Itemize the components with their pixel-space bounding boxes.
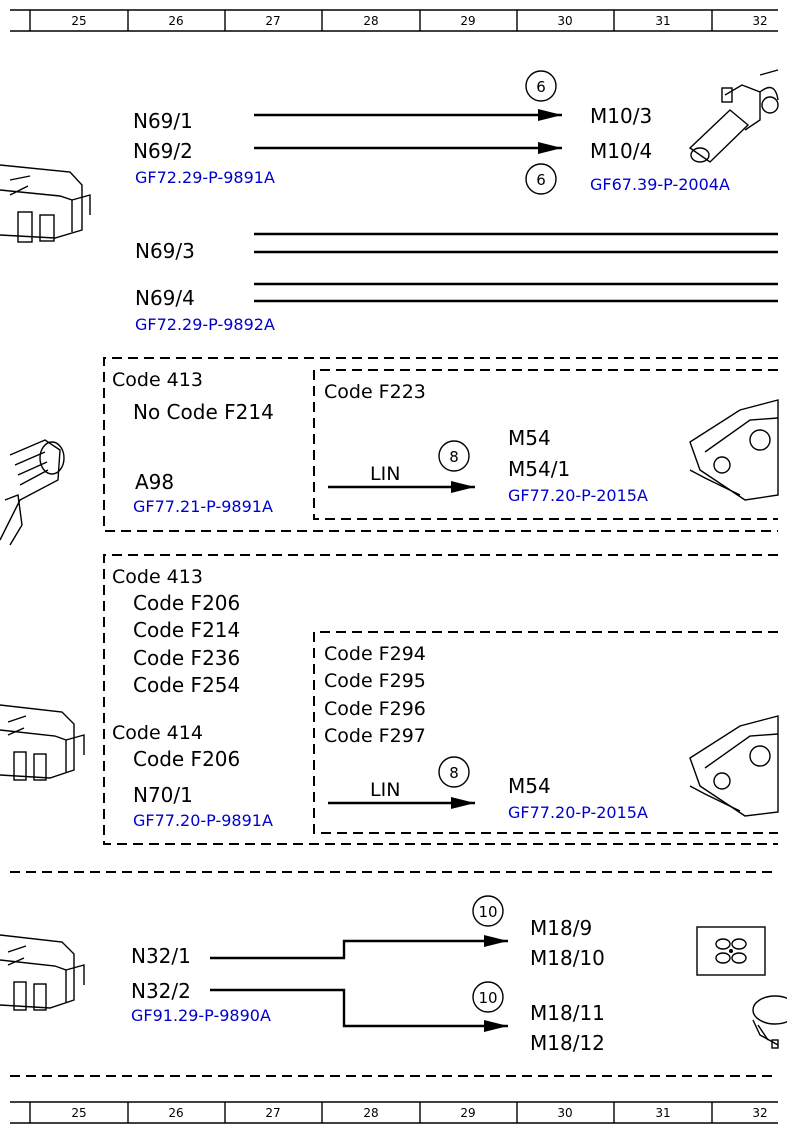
ruler-number: 29 bbox=[460, 1106, 475, 1120]
ruler-number: 26 bbox=[168, 14, 183, 28]
dest-m18-10: M18/10 bbox=[530, 946, 605, 970]
inner-code-label: Code F223 bbox=[324, 381, 426, 403]
callout-circle bbox=[438, 440, 470, 472]
dest-m54-1: M54/1 bbox=[508, 457, 570, 481]
window-motor-icon bbox=[688, 69, 779, 163]
code-label: Code 413 bbox=[112, 369, 203, 391]
code-label: Code F214 bbox=[133, 618, 240, 642]
blower-motor-icon bbox=[689, 399, 779, 501]
inner-code-label: Code F295 bbox=[324, 670, 426, 692]
ruler-number: 25 bbox=[71, 1106, 86, 1120]
section-a98: Code 413 No Code F214 Code F223 A98 GF77… bbox=[0, 357, 779, 546]
section-n70: Code 413 Code F206 Code F214 Code F236 C… bbox=[0, 554, 779, 845]
callout-number: 10 bbox=[478, 903, 497, 921]
ruler-number: 28 bbox=[363, 14, 378, 28]
source-n69-4: N69/4 bbox=[135, 286, 195, 310]
source-n32-1: N32/1 bbox=[131, 944, 191, 968]
code-label: Code F206 bbox=[133, 591, 240, 615]
code-label: Code 413 bbox=[112, 566, 203, 588]
ref-link[interactable]: GF91.29-P-9890A bbox=[131, 1006, 271, 1025]
section-n69: N69/1 N69/2 GF72.29-P-9891A 6 6 M10/3 M1… bbox=[0, 69, 779, 334]
ruler-number: 32 bbox=[752, 14, 767, 28]
ruler-number: 26 bbox=[168, 1106, 183, 1120]
ruler-number: 28 bbox=[363, 1106, 378, 1120]
source-n69-1: N69/1 bbox=[133, 109, 193, 133]
dest-m18-11: M18/11 bbox=[530, 1001, 605, 1025]
source-n69-3: N69/3 bbox=[135, 239, 195, 263]
callout-circle bbox=[472, 981, 504, 1013]
wire-arrow bbox=[210, 935, 508, 960]
bottom-ruler: 25 26 27 28 29 30 31 32 bbox=[10, 1101, 778, 1124]
source-a98: A98 bbox=[135, 470, 174, 494]
source-n70-1: N70/1 bbox=[133, 783, 193, 807]
ruler-number: 30 bbox=[557, 1106, 572, 1120]
inner-code-label: Code F297 bbox=[324, 725, 426, 747]
no-code-label: No Code F214 bbox=[133, 400, 274, 424]
ruler-number: 31 bbox=[655, 1106, 670, 1120]
callout-number: 10 bbox=[478, 989, 497, 1007]
inner-code-label: Code F294 bbox=[324, 643, 426, 665]
lin-label: LIN bbox=[370, 463, 400, 485]
section-n32: N32/1 N32/2 GF91.29-P-9890A 10 10 M18/9 … bbox=[0, 895, 787, 1055]
dest-m18-12: M18/12 bbox=[530, 1031, 605, 1055]
control-unit-icon bbox=[0, 164, 91, 243]
ruler-number: 27 bbox=[265, 1106, 280, 1120]
blower-motor-icon bbox=[689, 715, 779, 817]
control-unit-icon bbox=[0, 934, 85, 1011]
callout-number: 8 bbox=[449, 448, 459, 466]
ruler-number: 32 bbox=[752, 1106, 767, 1120]
dest-m10-3: M10/3 bbox=[590, 104, 652, 128]
lin-label: LIN bbox=[370, 779, 400, 801]
code-label: Code 414 bbox=[112, 722, 203, 744]
ref-link[interactable]: GF77.20-P-2015A bbox=[508, 803, 648, 822]
callout-number: 6 bbox=[536, 78, 546, 96]
dest-m10-4: M10/4 bbox=[590, 139, 652, 163]
dest-m18-9: M18/9 bbox=[530, 916, 592, 940]
code-label: Code F254 bbox=[133, 673, 240, 697]
callout-circle bbox=[438, 756, 470, 788]
wire-arrow bbox=[210, 988, 508, 1032]
control-unit-icon bbox=[0, 704, 85, 781]
code-frame-outer bbox=[103, 357, 778, 532]
code-frame-inner bbox=[313, 631, 778, 834]
source-n32-2: N32/2 bbox=[131, 979, 191, 1003]
code-label: Code F236 bbox=[133, 646, 240, 670]
ref-link[interactable]: GF72.29-P-9891A bbox=[135, 168, 275, 187]
ruler-number: 29 bbox=[460, 14, 475, 28]
seat-fan-icon bbox=[752, 995, 787, 1049]
connector-icon bbox=[0, 439, 65, 546]
ruler-number: 25 bbox=[71, 14, 86, 28]
top-ruler: 25 26 27 28 29 30 31 32 bbox=[10, 9, 778, 32]
ref-link[interactable]: GF67.39-P-2004A bbox=[590, 175, 730, 194]
code-frame-outer bbox=[103, 554, 778, 845]
dest-m54: M54 bbox=[508, 426, 551, 450]
ref-link[interactable]: GF77.20-P-2015A bbox=[508, 486, 648, 505]
code-label: Code F206 bbox=[133, 747, 240, 771]
callout-circle bbox=[472, 895, 504, 927]
ref-link[interactable]: GF77.21-P-9891A bbox=[133, 497, 273, 516]
ref-link[interactable]: GF72.29-P-9892A bbox=[135, 315, 275, 334]
dest-m54: M54 bbox=[508, 774, 551, 798]
ruler-number: 27 bbox=[265, 14, 280, 28]
callout-circle bbox=[525, 163, 557, 195]
fan-icon bbox=[696, 926, 766, 976]
ruler-number: 31 bbox=[655, 14, 670, 28]
ref-link[interactable]: GF77.20-P-9891A bbox=[133, 811, 273, 830]
inner-code-label: Code F296 bbox=[324, 698, 426, 720]
callout-number: 8 bbox=[449, 764, 459, 782]
ruler-number: 30 bbox=[557, 14, 572, 28]
callout-circle bbox=[525, 70, 557, 102]
source-n69-2: N69/2 bbox=[133, 139, 193, 163]
callout-number: 6 bbox=[536, 171, 546, 189]
code-frame-inner bbox=[313, 369, 778, 520]
